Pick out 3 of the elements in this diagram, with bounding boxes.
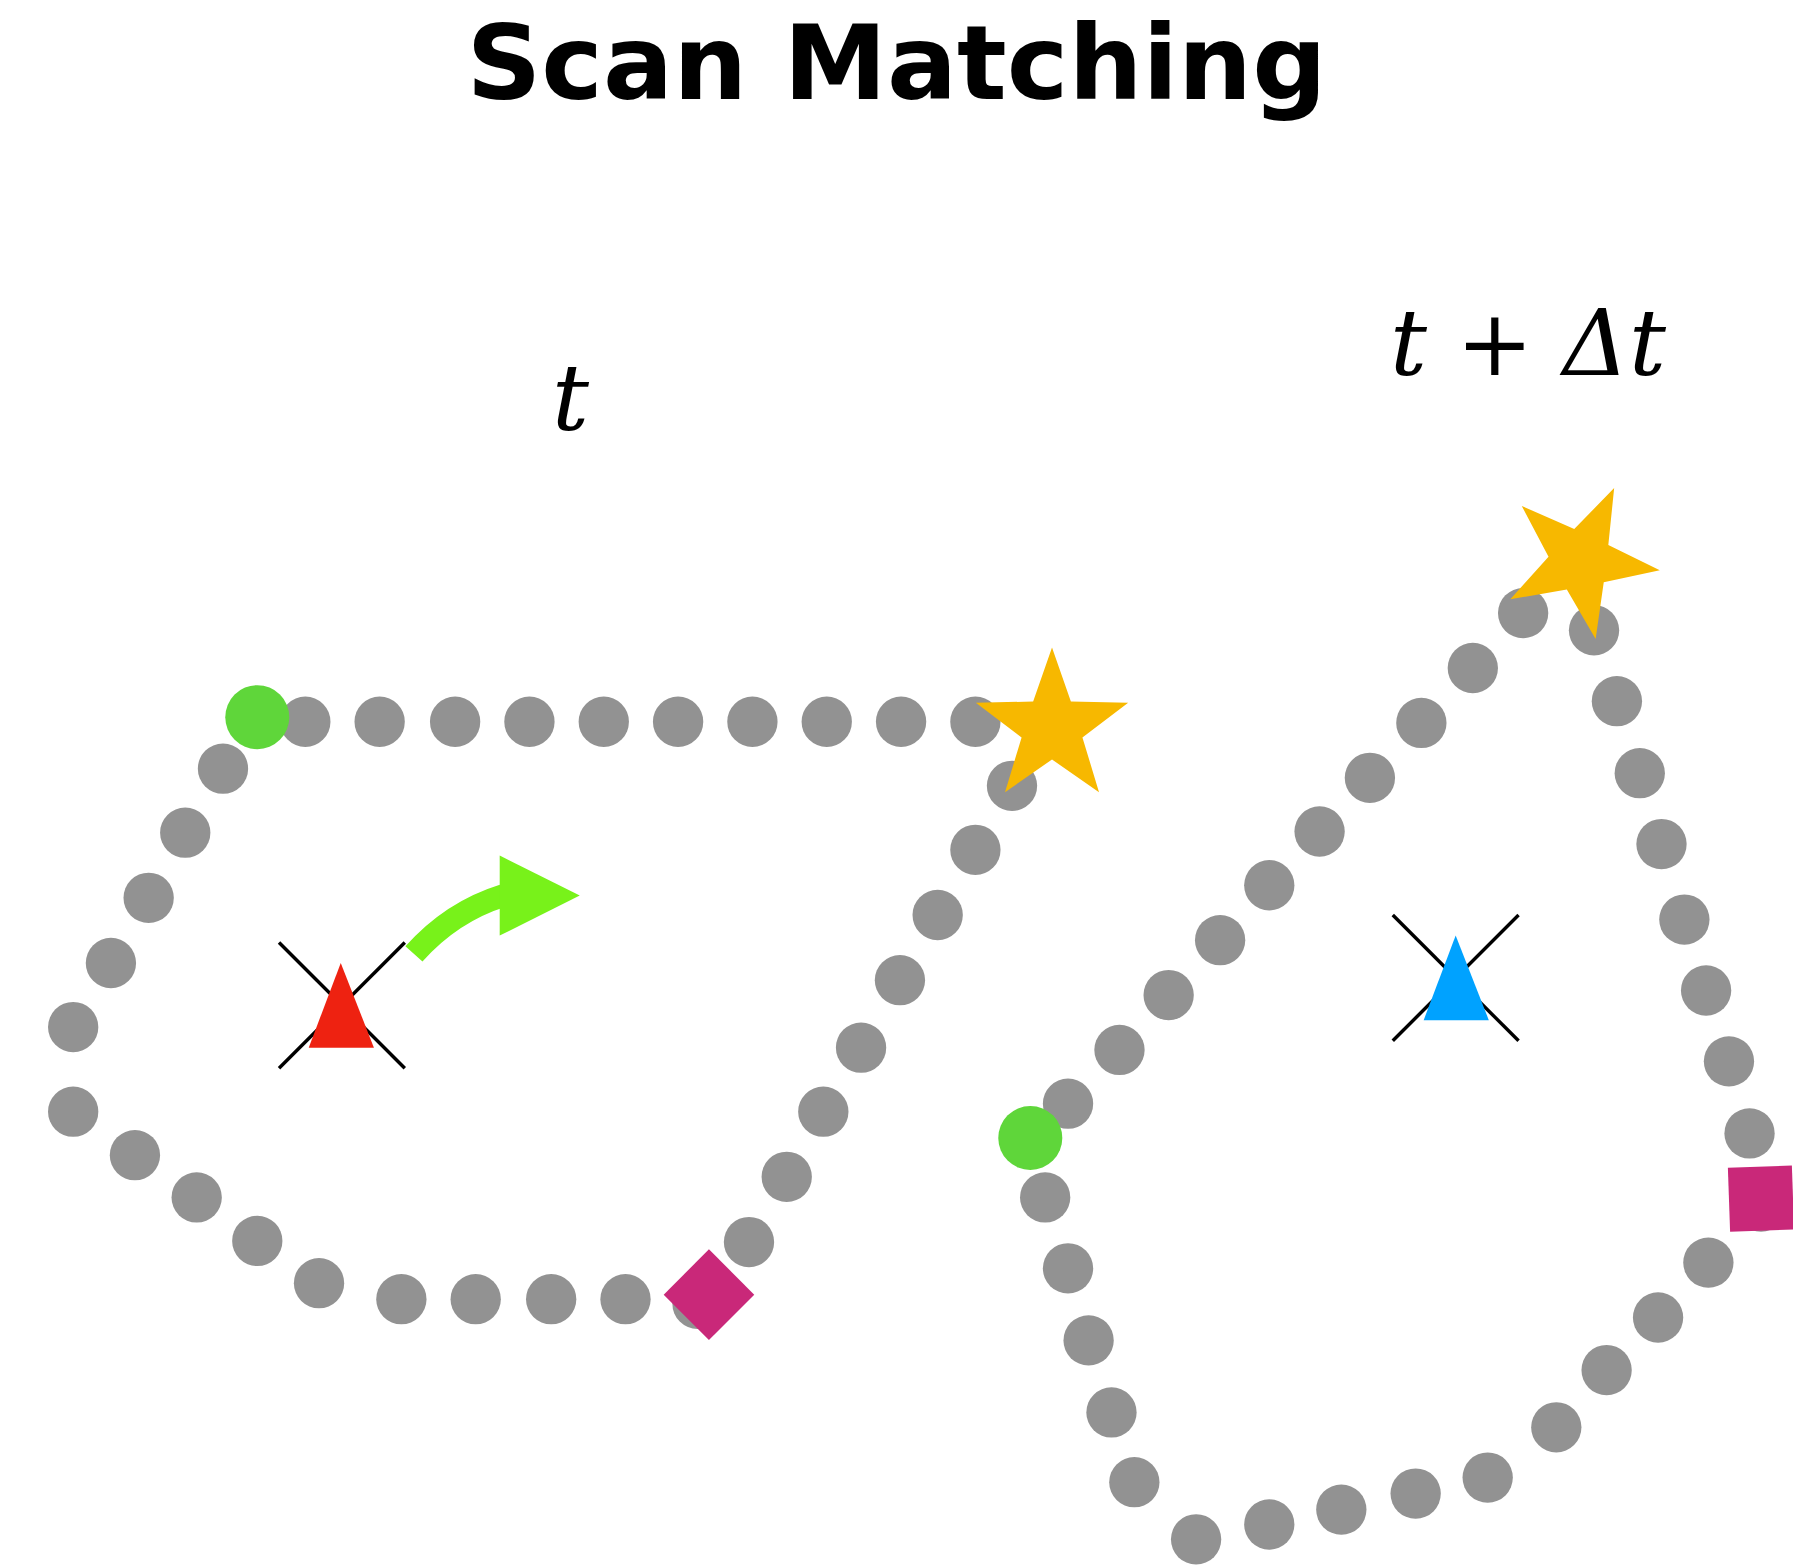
time-label: t + Δt <box>1390 290 1666 397</box>
title: Scan Matching <box>465 2 1328 124</box>
time-label: t <box>552 345 589 452</box>
